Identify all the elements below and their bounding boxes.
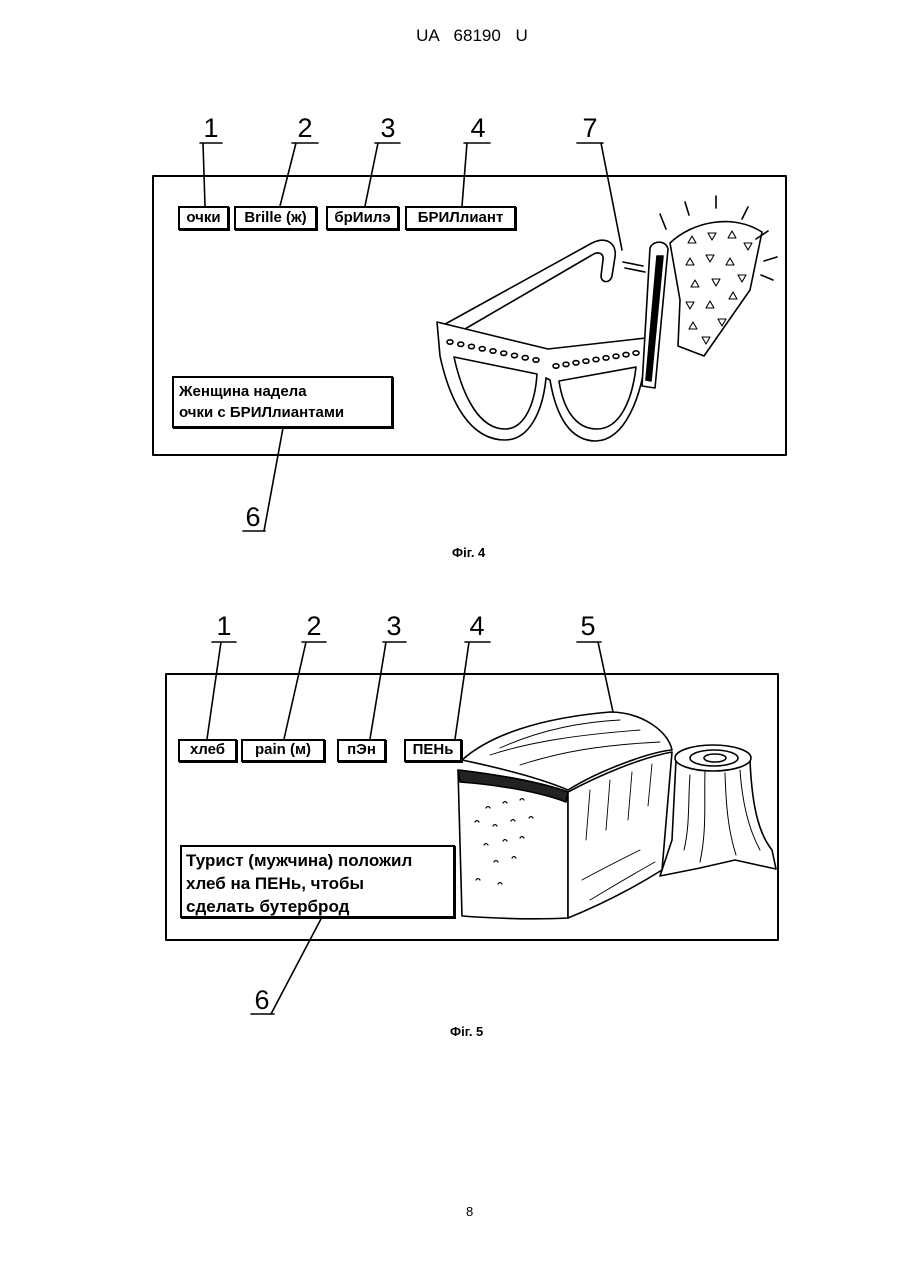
rhinestone <box>573 361 579 365</box>
page-number: 8 <box>466 1204 473 1219</box>
rhinestone <box>593 357 599 361</box>
leader-line-2 <box>284 642 326 739</box>
bread-loaf-illustration <box>458 712 672 919</box>
diamond-ray <box>761 275 773 280</box>
leader-line-3 <box>365 143 400 206</box>
rhinestone <box>447 340 453 344</box>
callout-number-2: 2 <box>296 613 332 640</box>
rhinestone <box>458 342 464 346</box>
word-box-foreign: pain (м) <box>241 739 325 762</box>
word-box-association: БРИЛлиант <box>405 206 516 230</box>
callout-number-5: 5 <box>570 613 606 640</box>
diamond-ray <box>764 257 777 261</box>
leader-line-7 <box>577 143 622 250</box>
callout-number-2: 2 <box>287 115 323 142</box>
rhinestone <box>563 362 569 366</box>
rhinestone <box>623 352 629 356</box>
sentence-line: хлеб на ПЕНь, чтобы <box>186 872 453 895</box>
rhinestone <box>479 347 485 351</box>
leader-line-2 <box>280 143 318 206</box>
rhinestone <box>501 351 507 355</box>
callout-number-7: 7 <box>572 115 608 142</box>
word-box-pronunciation: пЭн <box>337 739 386 762</box>
diamond-ray <box>660 214 666 229</box>
leader-line-4 <box>455 642 490 739</box>
callout-number-4: 4 <box>459 613 495 640</box>
word-box-association: ПЕНь <box>404 739 462 762</box>
callout-number-1: 1 <box>193 115 229 142</box>
rhinestone <box>603 356 609 360</box>
stump-trunk <box>660 760 776 876</box>
sentence-line: Турист (мужчина) положил <box>186 849 453 872</box>
rhinestone <box>613 354 619 358</box>
callout-number-3: 3 <box>370 115 406 142</box>
leader-line-5 <box>577 642 613 712</box>
callout-number-4: 4 <box>460 115 496 142</box>
word-box-foreign: Brille (ж) <box>234 206 317 230</box>
rhinestone <box>490 349 496 353</box>
rhinestone <box>583 359 589 363</box>
tree-stump-illustration <box>660 745 776 876</box>
figure-caption: Фіг. 5 <box>450 1024 483 1039</box>
rhinestone <box>553 364 559 368</box>
word-box-native: очки <box>178 206 229 230</box>
leader-line-1 <box>207 642 236 739</box>
sentence-line: Женщина надела <box>179 381 391 402</box>
rhinestone <box>633 351 639 355</box>
figure-4-leader-lines <box>200 143 622 531</box>
figure-caption: Фіг. 4 <box>452 545 485 560</box>
document-number: UA 68190 U <box>382 26 562 46</box>
rhinestone <box>469 344 475 348</box>
diamond-ray <box>742 207 748 219</box>
callout-number-6: 6 <box>244 987 280 1014</box>
rhinestone <box>522 356 528 360</box>
stump-top <box>675 745 751 771</box>
sentence-box: Женщина надела очки с БРИЛлиантами <box>172 376 393 428</box>
callout-number-3: 3 <box>376 613 412 640</box>
callout-number-6: 6 <box>235 504 271 531</box>
sentence-line: очки с БРИЛлиантами <box>179 402 391 423</box>
diamond-ray <box>685 202 689 215</box>
rhinestone <box>533 358 539 362</box>
rhinestone <box>512 353 518 357</box>
glasses-temple-arm <box>438 240 615 340</box>
callout-number-1: 1 <box>206 613 242 640</box>
sentence-line: сделать бутерброд <box>186 895 453 918</box>
sentence-box: Турист (мужчина) положил хлеб на ПЕНь, ч… <box>180 845 455 918</box>
word-box-pronunciation: брИилэ <box>326 206 399 230</box>
leader-line-1 <box>200 143 222 206</box>
diamond-outline <box>670 222 762 356</box>
sparkle-lines <box>623 262 645 272</box>
word-box-native: хлеб <box>178 739 237 762</box>
glasses-illustration <box>437 240 668 441</box>
diamond-illustration <box>660 196 777 356</box>
leader-line-4 <box>462 143 490 206</box>
leader-line-3 <box>370 642 406 739</box>
